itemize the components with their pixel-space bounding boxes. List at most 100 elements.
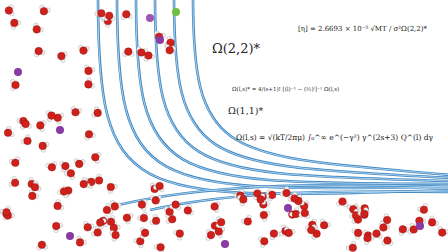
water-molecule	[150, 214, 160, 224]
oxygen-atom	[283, 189, 291, 197]
oxygen-atom	[80, 47, 88, 55]
water-molecule	[184, 204, 194, 215]
ion	[66, 232, 74, 240]
symbol-label: Ω(2,2)*	[212, 42, 260, 56]
oxygen-atom	[292, 210, 300, 218]
oxygen-atom	[12, 81, 20, 89]
streamline-highlight	[136, 0, 448, 184]
water-molecule	[138, 200, 147, 211]
oxygen-atom	[244, 218, 252, 226]
water-molecule	[417, 203, 427, 213]
water-molecule	[215, 227, 225, 238]
water-molecule	[399, 226, 409, 236]
water-molecule	[364, 234, 374, 244]
water-molecule	[144, 52, 155, 62]
water-molecule	[110, 231, 120, 242]
oxygen-atom	[37, 122, 45, 130]
oxygen-atom	[80, 180, 88, 188]
oxygen-atom	[67, 170, 75, 178]
oxygen-atom	[420, 206, 428, 214]
oxygen-atom	[172, 201, 180, 209]
water-molecule	[9, 157, 20, 167]
oxygen-atom	[95, 177, 103, 185]
water-molecule	[33, 23, 43, 33]
water-molecule	[0, 206, 10, 216]
oxygen-atom	[156, 182, 164, 190]
oxygen-atom	[84, 224, 92, 232]
water-molecule	[85, 78, 95, 88]
oxygen-atom	[76, 239, 84, 247]
oxygen-atom	[138, 201, 146, 209]
water-molecule	[237, 195, 247, 206]
water-molecule	[408, 223, 418, 234]
oxygen-atom	[75, 160, 83, 168]
oxygen-atom	[11, 179, 19, 187]
oxygen-atom	[35, 47, 43, 55]
oxygen-atom	[94, 229, 102, 237]
oxygen-atom	[301, 209, 309, 217]
water-molecule	[352, 229, 362, 239]
water-molecule	[288, 192, 298, 202]
water-molecule	[11, 19, 21, 29]
water-molecule	[134, 238, 144, 248]
oxygen-atom	[268, 191, 276, 199]
water-molecule	[84, 65, 95, 75]
streamline-highlight	[174, 0, 448, 178]
streamline-highlight	[150, 191, 448, 210]
oxygen-atom	[260, 211, 268, 219]
oxygen-atom	[111, 203, 119, 211]
water-molecule	[80, 178, 90, 188]
water-molecule	[428, 216, 438, 226]
water-molecule	[37, 241, 48, 250]
oxygen-atom	[24, 137, 32, 145]
streamlines	[98, 0, 448, 210]
water-molecule	[11, 79, 20, 90]
oxygen-atom	[92, 154, 100, 162]
oxygen-atom	[58, 52, 66, 60]
water-molecule	[92, 152, 101, 163]
streamline-highlight	[155, 0, 448, 181]
water-molecule	[346, 241, 356, 251]
water-molecules	[0, 5, 448, 252]
oxygen-atom	[308, 226, 316, 234]
oxygen-atom	[33, 26, 41, 34]
oxygen-atom	[52, 222, 60, 230]
water-molecule	[173, 230, 183, 240]
oxygen-atom	[361, 211, 369, 219]
water-molecule	[58, 51, 68, 62]
water-molecule	[92, 107, 102, 118]
water-molecule	[29, 189, 39, 199]
oxygen-atom	[428, 219, 436, 227]
water-molecule	[60, 161, 69, 172]
water-molecule	[123, 48, 134, 57]
oxygen-atom	[22, 120, 30, 128]
oxygen-atom	[285, 229, 293, 237]
water-molecule	[54, 199, 64, 209]
water-molecule	[299, 209, 310, 218]
oxygen-atom	[85, 67, 93, 75]
oxygen-atom	[62, 162, 70, 170]
ion	[284, 204, 292, 212]
oxygen-atom	[98, 10, 106, 18]
oxygen-atom	[94, 109, 102, 117]
oxygen-atom	[240, 196, 248, 204]
water-molecule	[153, 182, 164, 192]
water-molecule	[110, 200, 121, 210]
oxygen-atom	[4, 129, 12, 137]
oxygen-atom	[31, 183, 39, 191]
oxygen-atom	[380, 224, 388, 232]
water-molecule	[83, 221, 94, 231]
water-molecule	[216, 216, 225, 227]
oxygen-atom	[152, 217, 160, 225]
water-molecule	[206, 229, 215, 240]
oxygen-atom	[123, 10, 131, 18]
water-molecule	[52, 222, 62, 232]
water-molecule	[241, 215, 251, 225]
oxygen-atom	[48, 164, 56, 172]
ion	[156, 36, 164, 44]
oxygen-atom	[291, 195, 299, 203]
water-molecule	[58, 188, 68, 198]
oxygen-atom	[112, 231, 120, 239]
water-molecule	[170, 201, 181, 210]
